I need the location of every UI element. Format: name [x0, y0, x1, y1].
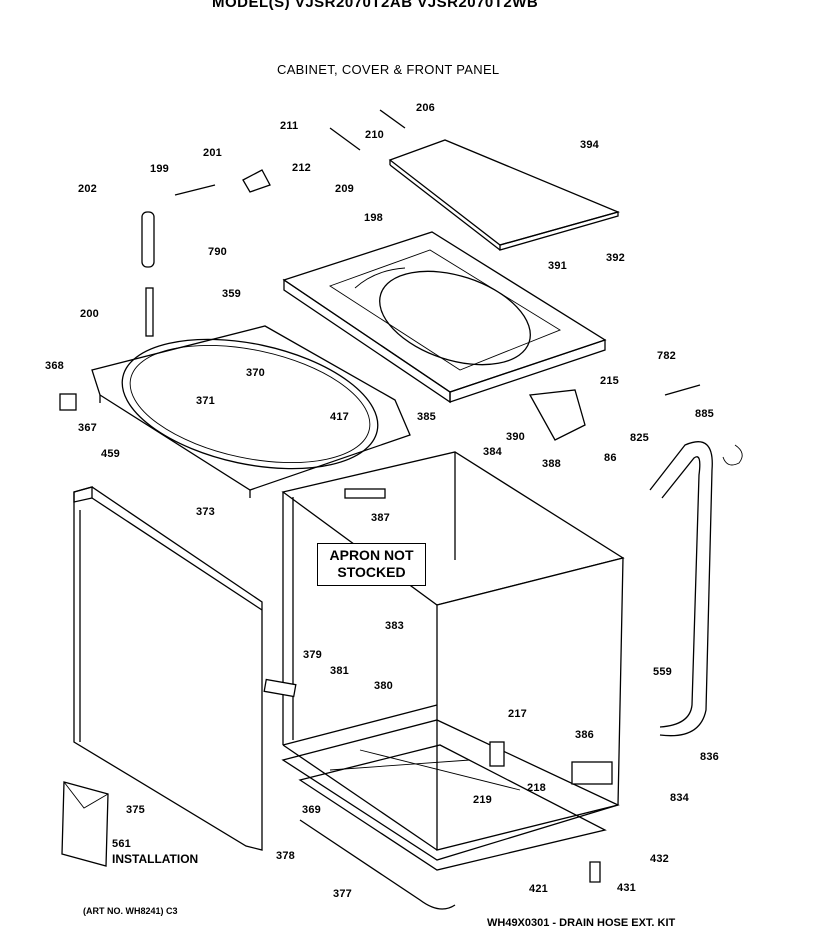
part-number-label: 385 — [417, 411, 436, 423]
art-number: (ART NO. WH8241) C3 — [83, 906, 178, 916]
part-number-label: 210 — [365, 129, 384, 141]
part-number-label: 370 — [246, 367, 265, 379]
part-number-label: 391 — [548, 260, 567, 272]
part-number-label: 384 — [483, 446, 502, 458]
top-panel-part — [282, 231, 607, 404]
part-number-label: 431 — [617, 882, 636, 894]
apron-not-stocked-note: APRON NOT STOCKED — [317, 543, 426, 586]
drain-hose-kit-note: WH49X0301 - DRAIN HOSE EXT. KIT — [487, 917, 676, 929]
part-number-label: 559 — [653, 666, 672, 678]
part-number-label: 202 — [78, 183, 97, 195]
part-number-label: 218 — [527, 782, 546, 794]
part-number-label: 790 — [208, 246, 227, 258]
part-number-label: 209 — [335, 183, 354, 195]
part-number-label: 86 — [604, 452, 617, 464]
part-number-label: 219 — [473, 794, 492, 806]
part-number-label: 388 — [542, 458, 561, 470]
model-line: MODEL(S) VJSR2070T2AB VJSR2070T2WB — [212, 0, 539, 11]
part-number-label: 459 — [101, 448, 120, 460]
part-number-label: 212 — [292, 162, 311, 174]
front-panel-part — [73, 486, 263, 851]
part-number-label: 387 — [371, 512, 390, 524]
installation-manual-part — [61, 781, 109, 867]
part-number-label: 421 — [529, 883, 548, 895]
part-number-label: 386 — [575, 729, 594, 741]
part-number-label: 379 — [303, 649, 322, 661]
top-cover-part — [388, 139, 620, 251]
base-frame-part — [91, 325, 411, 498]
part-number-label: 381 — [330, 665, 349, 677]
part-number-label: 394 — [580, 139, 599, 151]
small-hardware — [59, 109, 613, 910]
part-number-label: 417 — [330, 411, 349, 423]
part-number-label: 367 — [78, 422, 97, 434]
part-number-label: 390 — [506, 431, 525, 443]
part-number-label: 836 — [700, 751, 719, 763]
part-number-label: 375 — [126, 804, 145, 816]
drain-hose-part — [649, 384, 743, 737]
part-number-label: 211 — [280, 120, 299, 132]
part-number-label: 371 — [196, 395, 215, 407]
part-number-label: 782 — [657, 350, 676, 362]
part-number-label: 199 — [150, 163, 169, 175]
section-title: CABINET, COVER & FRONT PANEL — [277, 62, 500, 77]
installation-label: INSTALLATION — [112, 852, 199, 866]
part-number-label: 200 — [80, 308, 99, 320]
apron-note-line2: STOCKED — [337, 564, 406, 580]
part-number-label: 369 — [302, 804, 321, 816]
part-number-label: 198 — [364, 212, 383, 224]
part-number-label: 368 — [45, 360, 64, 372]
part-number-label: 561 — [112, 838, 131, 850]
part-number-label: 432 — [650, 853, 669, 865]
part-number-label: 885 — [695, 408, 714, 420]
apron-note-line1: APRON NOT — [329, 547, 414, 563]
part-number-label: 373 — [196, 506, 215, 518]
part-number-label: 392 — [606, 252, 625, 264]
part-number-label: 380 — [374, 680, 393, 692]
part-number-label: 206 — [416, 102, 435, 114]
part-number-label: 201 — [203, 147, 222, 159]
part-number-label: 215 — [600, 375, 619, 387]
part-number-label: 378 — [276, 850, 295, 862]
part-number-label: 359 — [222, 288, 241, 300]
part-number-label: 383 — [385, 620, 404, 632]
cabinet-part — [281, 451, 625, 871]
part-number-label: 834 — [670, 792, 689, 804]
part-number-label: 377 — [333, 888, 352, 900]
part-number-label: 825 — [630, 432, 649, 444]
part-number-label: 217 — [508, 708, 527, 720]
